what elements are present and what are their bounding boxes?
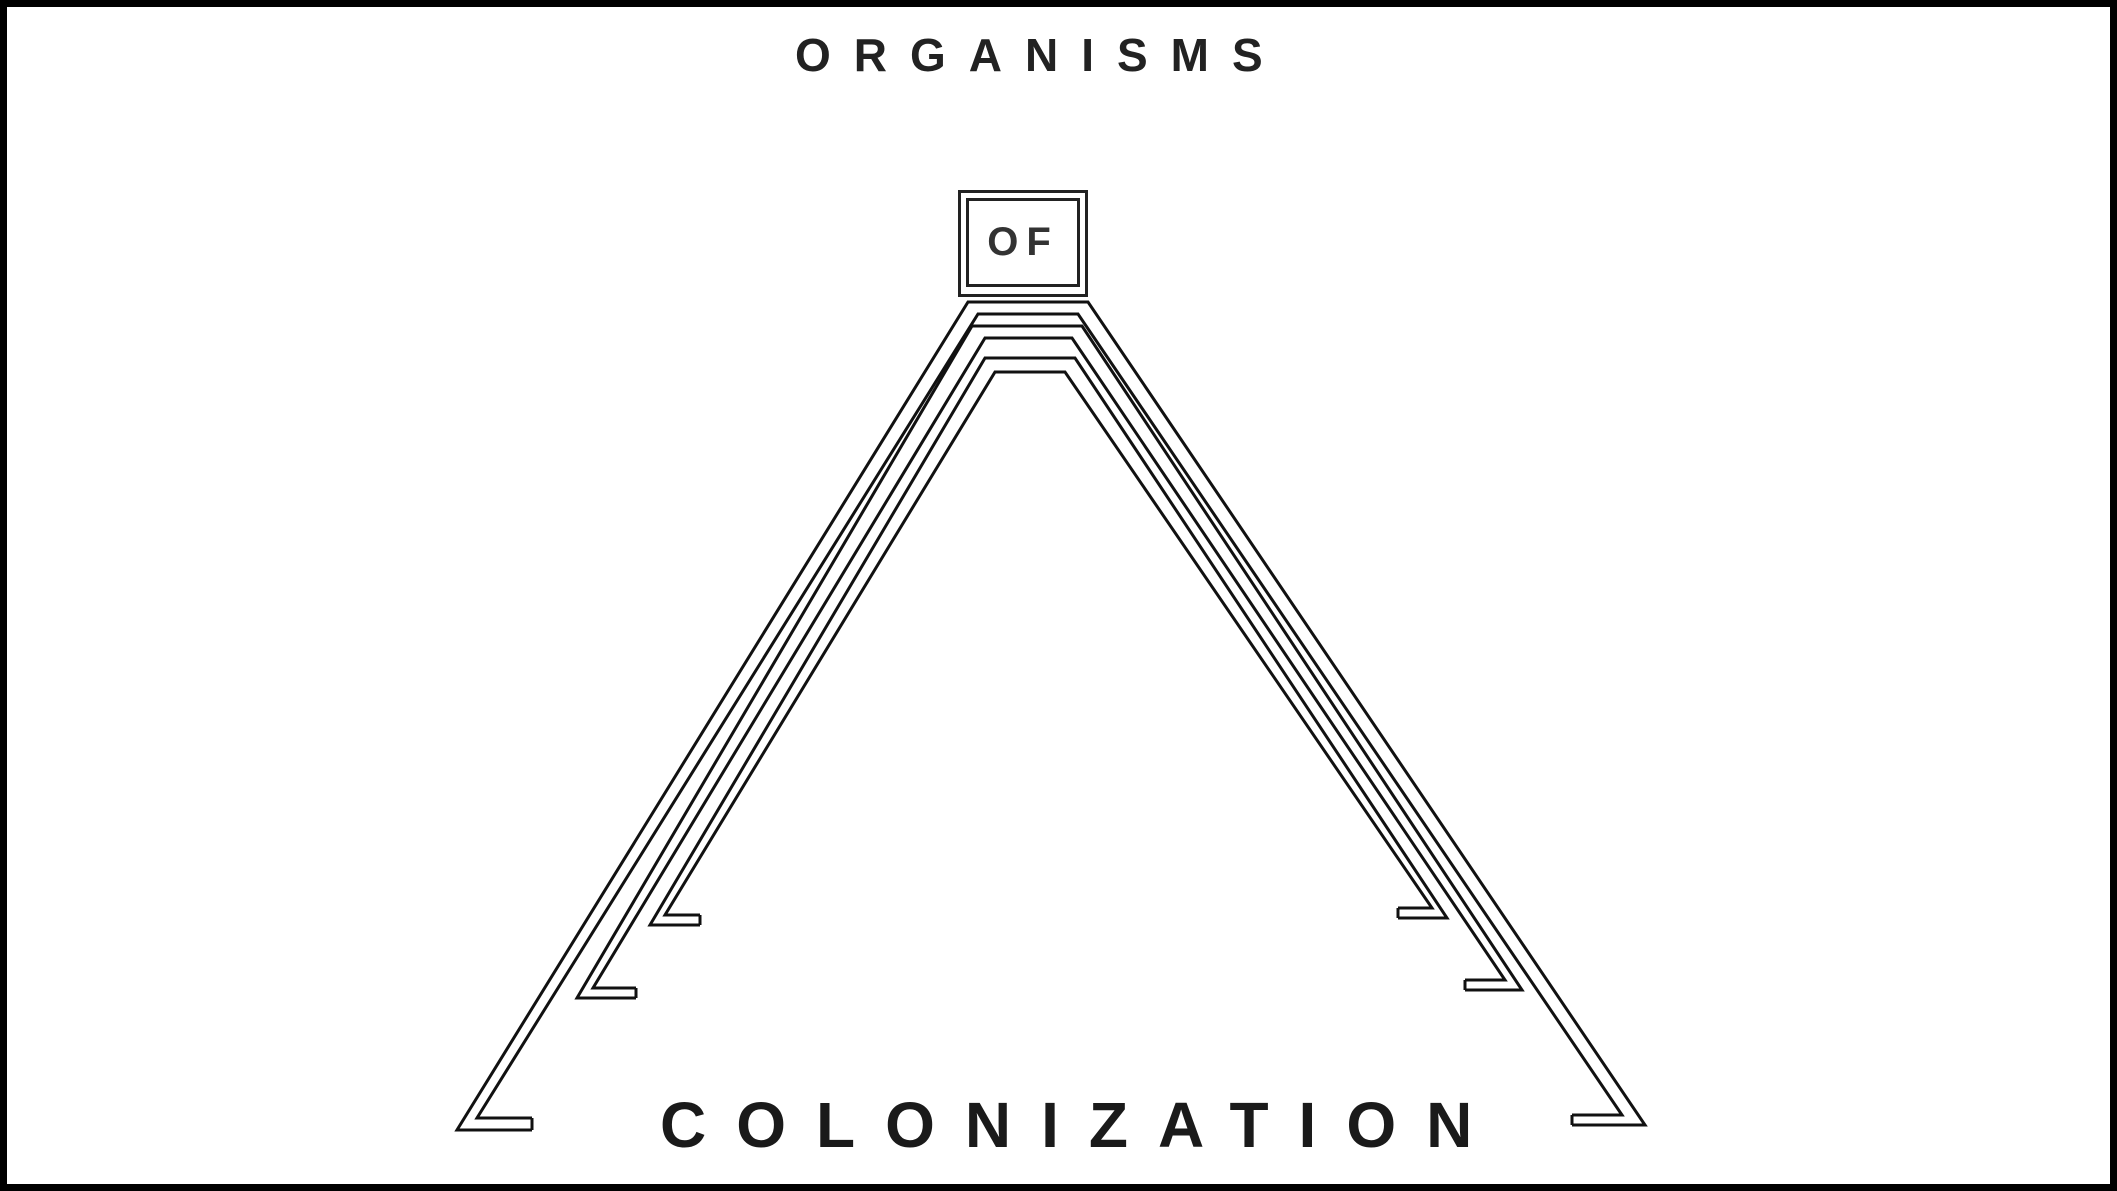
- inner-arch-outer-line: [647, 356, 1450, 927]
- of-label: OF: [966, 198, 1080, 287]
- inner-arch-inner-line: [662, 370, 1435, 917]
- heading-colonization: COLONIZATION: [660, 1089, 1503, 1161]
- outer-arch-caps: [530, 1115, 1574, 1130]
- inner-arch-caps: [698, 908, 1400, 925]
- outer-arch: [454, 300, 1648, 1132]
- middle-arch-inner-line: [590, 336, 1508, 990]
- heading-organisms: ORGANISMS: [795, 29, 1286, 81]
- outer-arch-outer-line: [454, 300, 1648, 1132]
- inner-arch: [647, 356, 1450, 927]
- middle-arch-caps: [634, 980, 1467, 998]
- of-box: OF: [958, 190, 1088, 297]
- middle-arch: [574, 324, 1525, 1000]
- middle-arch-outer-line: [574, 324, 1525, 1000]
- outer-arch-inner-line: [474, 312, 1625, 1120]
